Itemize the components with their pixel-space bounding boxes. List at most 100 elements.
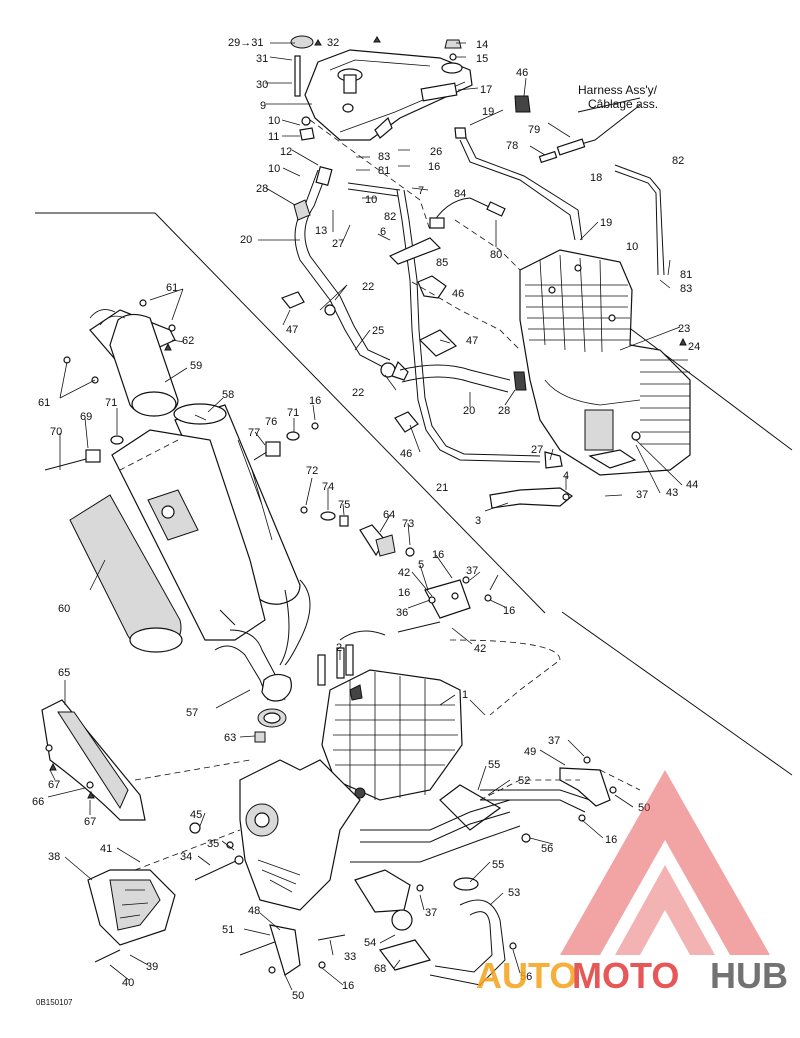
callout: 13 [315,225,327,237]
callout: 9 [260,100,266,112]
harness-label-line2: Câblage ass. [588,97,658,111]
callout: 46 [516,67,528,79]
callout: 29→31 [228,37,263,49]
callout: 22 [362,281,374,293]
silencer-end-cap-59 [89,309,179,417]
callout: 75 [338,499,350,511]
engine-lower [239,759,411,913]
leader-lines [47,42,683,991]
callout: 4 [563,470,569,482]
callout: 77 [248,427,260,439]
callout: 48 [248,905,260,917]
cylinder-head-1 [321,669,463,801]
insulation-60 [69,494,183,653]
callout: 40 [122,977,134,989]
callout: 46 [452,288,464,300]
watermark-logo: AUTO MOTO HUB [476,770,788,996]
line-18 [454,127,583,241]
callout: 53 [508,887,520,899]
callout: 43 [666,487,678,499]
callout: 44 [686,479,698,491]
callout: 10 [268,163,280,175]
mid-bracket [300,506,415,557]
callout: 41 [100,843,112,855]
callout: 61 [38,397,50,409]
callout: 67 [48,779,60,791]
watermark-auto: AUTO [476,955,577,996]
bracket-49 [559,756,617,822]
callout: 47 [286,324,298,336]
callout: 81 [680,269,692,281]
callout: 15 [476,53,488,65]
callout: 68 [374,963,386,975]
callout: 14 [476,39,488,51]
callout: 38 [48,851,60,863]
hose-20-upper [293,165,409,381]
callout: 84 [454,188,466,200]
callout: 59 [190,360,202,372]
harness-connectors [388,97,641,265]
callout: 76 [265,416,277,428]
pipe-53 [378,877,517,986]
callout: 17 [480,84,492,96]
hose-20-lower [399,364,527,393]
silencer-body [111,429,266,641]
callout: 11 [268,131,279,143]
callout: 16 [432,549,444,561]
callout: 16 [605,834,617,846]
gaskets [281,95,531,433]
heat-shield-65 [41,699,146,821]
callout: 74 [322,481,334,493]
callout: 42 [398,567,410,579]
spark-plugs [317,644,354,686]
callout: 20 [240,234,252,246]
callout: 25 [372,325,384,337]
callout: 37 [548,735,560,747]
callout: 16 [309,395,321,407]
bracket-5 [397,576,492,633]
line-82 [614,164,665,276]
callout: 50 [638,802,650,814]
callout: 37 [636,489,648,501]
callout: 34 [180,851,192,863]
callout: 51 [222,924,234,936]
oil-tank [304,49,473,141]
callout: 70 [50,426,62,438]
callout: 3 [475,515,481,527]
callout: 5 [418,559,424,571]
callout: 62 [182,335,194,347]
callout: 27 [332,238,344,250]
harness-label: Harness Ass'y/ Câblage ass. [578,83,658,111]
callout: 85 [436,257,448,269]
callout: 56 [520,971,532,983]
drawing-code: 0B150107 [36,998,73,1007]
callout: 23 [678,323,690,335]
line-82-lower [347,182,401,197]
callout: 37 [425,907,437,919]
callout: 19 [482,106,494,118]
callout: 24 [688,341,700,353]
callout: 7 [418,185,424,197]
callout: 72 [306,465,318,477]
callout: 65 [58,667,70,679]
callout: 26 [430,146,442,158]
callout: 58 [222,389,234,401]
watermark-moto: MOTO [572,955,679,996]
callout: 27 [531,444,543,456]
callout: 56 [541,843,553,855]
callout: 31 [256,53,268,65]
callout: 83 [680,283,692,295]
engine-upper [519,249,691,476]
callout: 57 [186,707,198,719]
callout: 64 [383,509,395,521]
callout: 49 [524,746,536,758]
callout: 71 [287,407,299,419]
callout: 63 [224,732,236,744]
callout: 80 [490,249,502,261]
watermark-hub: HUB [710,955,788,996]
harness-label-line1: Harness Ass'y/ [578,83,658,97]
heat-shield-38 [87,869,176,963]
callout: 1 [462,689,468,701]
callout: 33 [344,951,356,963]
